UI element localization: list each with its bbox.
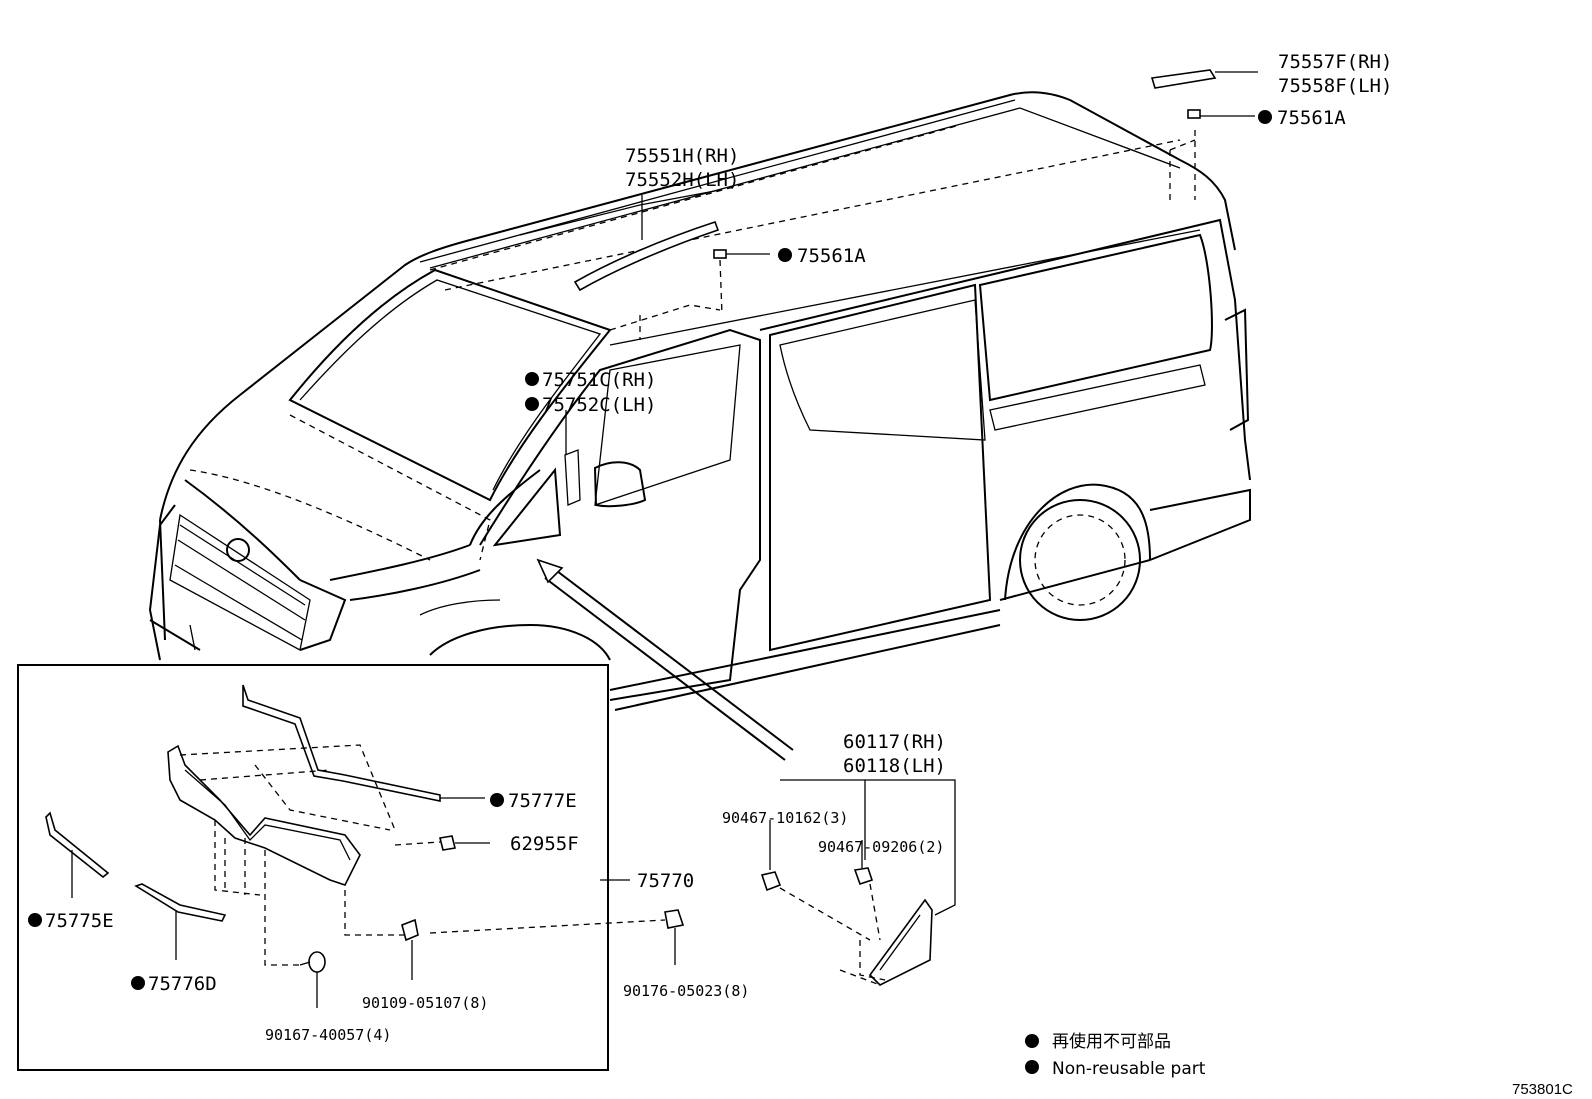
figure-code: 753801C — [1512, 1081, 1573, 1098]
part-75561A-front-clip — [713, 249, 770, 259]
label-90467-10162: 90467-10162(3) — [722, 809, 848, 827]
label-90467-09206: 90467-09206(2) — [818, 838, 944, 856]
label-75770: 75770 — [637, 870, 694, 892]
non-reusable-bullet — [1258, 110, 1272, 124]
label-75551H: 75551H(RH) — [625, 145, 739, 167]
non-reusable-bullet — [525, 372, 539, 386]
legend-bullet — [1025, 1034, 1039, 1048]
legend-bullet — [1025, 1060, 1039, 1074]
label-90167-40057: 90167-40057(4) — [265, 1026, 391, 1044]
legend-japanese: 再使用不可部品 — [1052, 1031, 1171, 1052]
label-75777E: 75777E — [508, 790, 577, 812]
label-75561A-front: 75561A — [797, 245, 866, 267]
grille-detail-inset — [17, 664, 685, 1071]
part-75561A-rear-clip — [1187, 109, 1255, 119]
part-labels: 75557F(RH) 75558F(LH) 75561A 75551H(RH) … — [28, 51, 1392, 1044]
detail-arrow — [536, 558, 794, 761]
label-75557F: 75557F(RH) — [1278, 51, 1392, 73]
non-reusable-bullet — [525, 397, 539, 411]
part-60117-quarter-panel — [760, 779, 956, 986]
label-75558F: 75558F(LH) — [1278, 75, 1392, 97]
label-75776D: 75776D — [148, 973, 217, 995]
part-75557F-rear-spoiler-cover — [1150, 69, 1258, 89]
non-reusable-bullet — [490, 793, 504, 807]
legend-english: Non-reusable part — [1052, 1059, 1206, 1079]
label-75751C: 75751C(RH) — [542, 369, 656, 391]
label-75561A-rear: 75561A — [1277, 107, 1346, 129]
non-reusable-bullet — [28, 913, 42, 927]
legend: 再使用不可部品 Non-reusable part — [1025, 1031, 1206, 1079]
non-reusable-bullet — [778, 248, 792, 262]
label-60118: 60118(LH) — [843, 755, 946, 777]
label-62955F: 62955F — [510, 833, 579, 855]
label-75775E: 75775E — [45, 910, 114, 932]
label-75752C: 75752C(LH) — [542, 394, 656, 416]
non-reusable-bullet — [131, 976, 145, 990]
label-90109-05107: 90109-05107(8) — [362, 994, 488, 1012]
label-75552H: 75552H(LH) — [625, 169, 739, 191]
part-75551H-roof-drip-molding — [573, 195, 720, 292]
van-illustration — [148, 91, 1251, 711]
label-90176-05023: 90176-05023(8) — [623, 982, 749, 1000]
label-60117: 60117(RH) — [843, 731, 946, 753]
